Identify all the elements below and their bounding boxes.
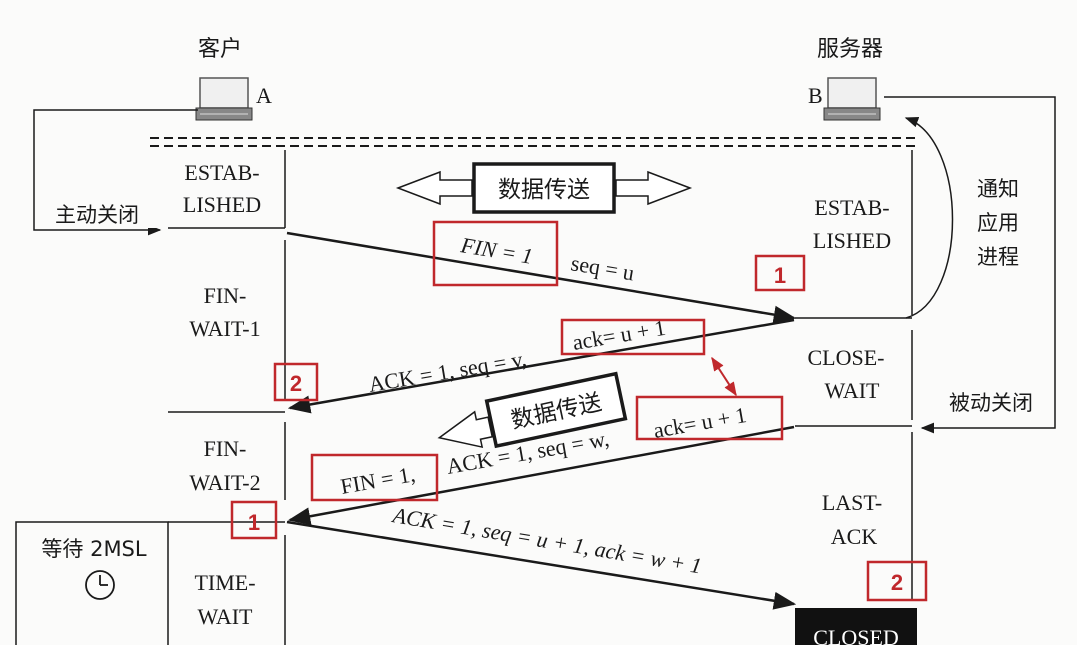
active-close-label: 主动关闭 bbox=[55, 203, 139, 227]
client-state-time-wait-l2: WAIT bbox=[198, 604, 254, 629]
client-host-name: 客户 bbox=[198, 37, 242, 62]
annotation-box-fin2 bbox=[310, 453, 439, 502]
wait-2msl-label: 等待 2MSL bbox=[41, 537, 146, 561]
server-state-close-wait-l2: WAIT bbox=[825, 378, 881, 403]
client-state-established-l2: LISHED bbox=[183, 192, 261, 217]
annotation-number-server-2: 2 bbox=[891, 570, 903, 595]
msg3-fin-text: FIN = 1, bbox=[339, 461, 418, 499]
annotation-link-arrow bbox=[711, 356, 737, 397]
server-state-last-ack-l2: ACK bbox=[831, 524, 878, 549]
active-close-bracket bbox=[33, 109, 198, 236]
annotation-number-client-2: 2 bbox=[290, 371, 302, 396]
server-host-label: B bbox=[808, 83, 823, 108]
annotation-box-fin1 bbox=[432, 220, 559, 287]
client-state-fin-wait-1-l1: FIN- bbox=[204, 283, 247, 308]
msg1-fin-arrow bbox=[286, 231, 797, 324]
annotation-number-client-1: 1 bbox=[248, 510, 260, 535]
client-state-time-wait-l1: TIME- bbox=[194, 570, 255, 595]
client-state-established-l1: ESTAB- bbox=[184, 160, 259, 185]
notify-app-label-l3: 进程 bbox=[977, 245, 1019, 269]
server-state-closed: CLOSED bbox=[795, 608, 917, 645]
clock-icon bbox=[85, 570, 115, 600]
msg4-ack-arrow bbox=[286, 520, 797, 610]
server-state-established-l2: LISHED bbox=[813, 228, 891, 253]
msg2-ack-arrow bbox=[287, 318, 795, 414]
annotation-number-server-1: 1 bbox=[774, 263, 786, 288]
annotation-box-ack2 bbox=[635, 395, 784, 441]
msg1-seq-text: seq = u bbox=[569, 250, 636, 285]
wait-2msl-box bbox=[15, 521, 169, 645]
msg3-fin-arrow bbox=[287, 425, 795, 526]
msg4-ack-text: ACK = 1, seq = u + 1, ack = w + 1 bbox=[389, 502, 703, 579]
data-transfer-arrow-2: 数据传送 bbox=[437, 371, 628, 449]
server-state-last-ack-l1: LAST- bbox=[822, 490, 882, 515]
server-computer-icon bbox=[823, 77, 881, 121]
client-host-label: A bbox=[256, 83, 272, 108]
notify-app-arrow bbox=[904, 117, 954, 319]
msg3-ack-num-text: ack= u + 1 bbox=[652, 402, 749, 443]
annotation-box-ack1 bbox=[560, 318, 706, 356]
server-state-established-l1: ESTAB- bbox=[814, 195, 889, 220]
annotation-number-box-client-1 bbox=[230, 500, 278, 540]
server-state-close-wait-l1: CLOSE- bbox=[808, 345, 885, 370]
data-transfer-arrow-1: 数据传送 bbox=[395, 162, 693, 214]
notify-app-label-l2: 应用 bbox=[977, 211, 1019, 235]
state-separators bbox=[168, 227, 912, 523]
server-state-closed-label: CLOSED bbox=[813, 625, 899, 645]
passive-close-bracket bbox=[884, 96, 1056, 434]
client-state-fin-wait-1-l2: WAIT-1 bbox=[189, 316, 260, 341]
client-state-fin-wait-2-l2: WAIT-2 bbox=[189, 470, 260, 495]
annotation-number-box-server-2 bbox=[866, 560, 928, 602]
data-transfer-label-1: 数据传送 bbox=[498, 177, 590, 203]
msg2-ack-seq-text: ACK = 1, seq = v, bbox=[367, 346, 529, 397]
client-computer-icon bbox=[195, 77, 253, 121]
connection-line bbox=[150, 137, 920, 147]
server-host-name: 服务器 bbox=[817, 37, 883, 62]
client-state-fin-wait-2-l1: FIN- bbox=[204, 436, 247, 461]
passive-close-label: 被动关闭 bbox=[949, 391, 1033, 415]
notify-app-label-l1: 通知 bbox=[977, 177, 1019, 201]
annotation-number-box-client-2 bbox=[273, 362, 319, 402]
annotation-number-box-server-1 bbox=[754, 254, 806, 292]
